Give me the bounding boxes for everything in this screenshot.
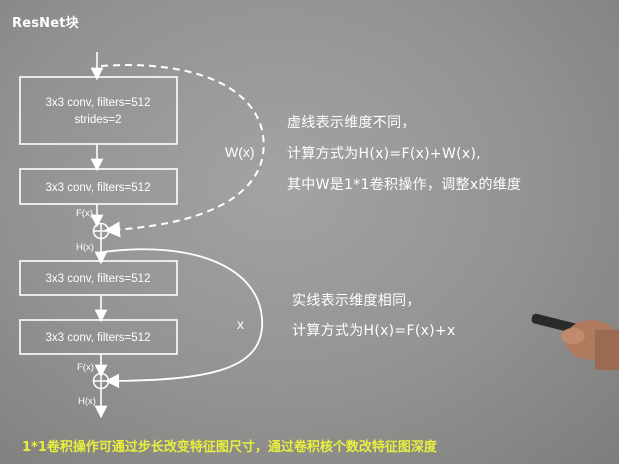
conv-box-3-label: 3x3 conv, filters=512 — [46, 273, 151, 285]
note-solid-line-1: 实线表示维度相同， — [292, 293, 421, 309]
dashed-shortcut — [100, 64, 265, 238]
bottom-caption: 1*1卷积操作可通过步长改变特征图尺寸，通过卷积核个数改特征图深度 — [22, 440, 437, 455]
add-node-bottom — [92, 372, 110, 390]
note-dashed-line-3: 其中W是1*1卷积操作，调整x的维度 — [287, 177, 522, 193]
fx-label-top: F(x) — [76, 208, 93, 219]
fx-label-bottom: F(x) — [77, 362, 94, 373]
slide-title: ResNet块 — [12, 16, 79, 31]
note-solid-line-2: 计算方式为H(x)=F(x)+x — [292, 323, 456, 339]
conv-box-2-label: 3x3 conv, filters=512 — [46, 182, 151, 194]
conv-box-4-label: 3x3 conv, filters=512 — [46, 332, 151, 344]
presenter-hand-image — [531, 313, 619, 370]
conv-box-1-label: 3x3 conv, filters=512 — [46, 97, 151, 109]
note-dashed-line-2: 计算方式为H(x)=F(x)+W(x), — [287, 146, 481, 162]
solid-shortcut — [102, 248, 263, 389]
shortcut-label-x: x — [237, 316, 244, 332]
conv-box-3 — [19, 260, 178, 296]
conv-box-2 — [19, 168, 178, 205]
add-node-top — [92, 222, 110, 240]
hx-label-top: H(x) — [76, 242, 94, 253]
conv-box-4 — [19, 319, 178, 355]
conv-box-1 — [19, 76, 178, 145]
conv-box-1-strides: strides=2 — [75, 114, 122, 126]
note-dashed-line-1: 虚线表示维度不同， — [287, 115, 416, 131]
shortcut-label-wx: W(x) — [225, 144, 255, 160]
hx-label-bottom: H(x) — [78, 396, 96, 407]
